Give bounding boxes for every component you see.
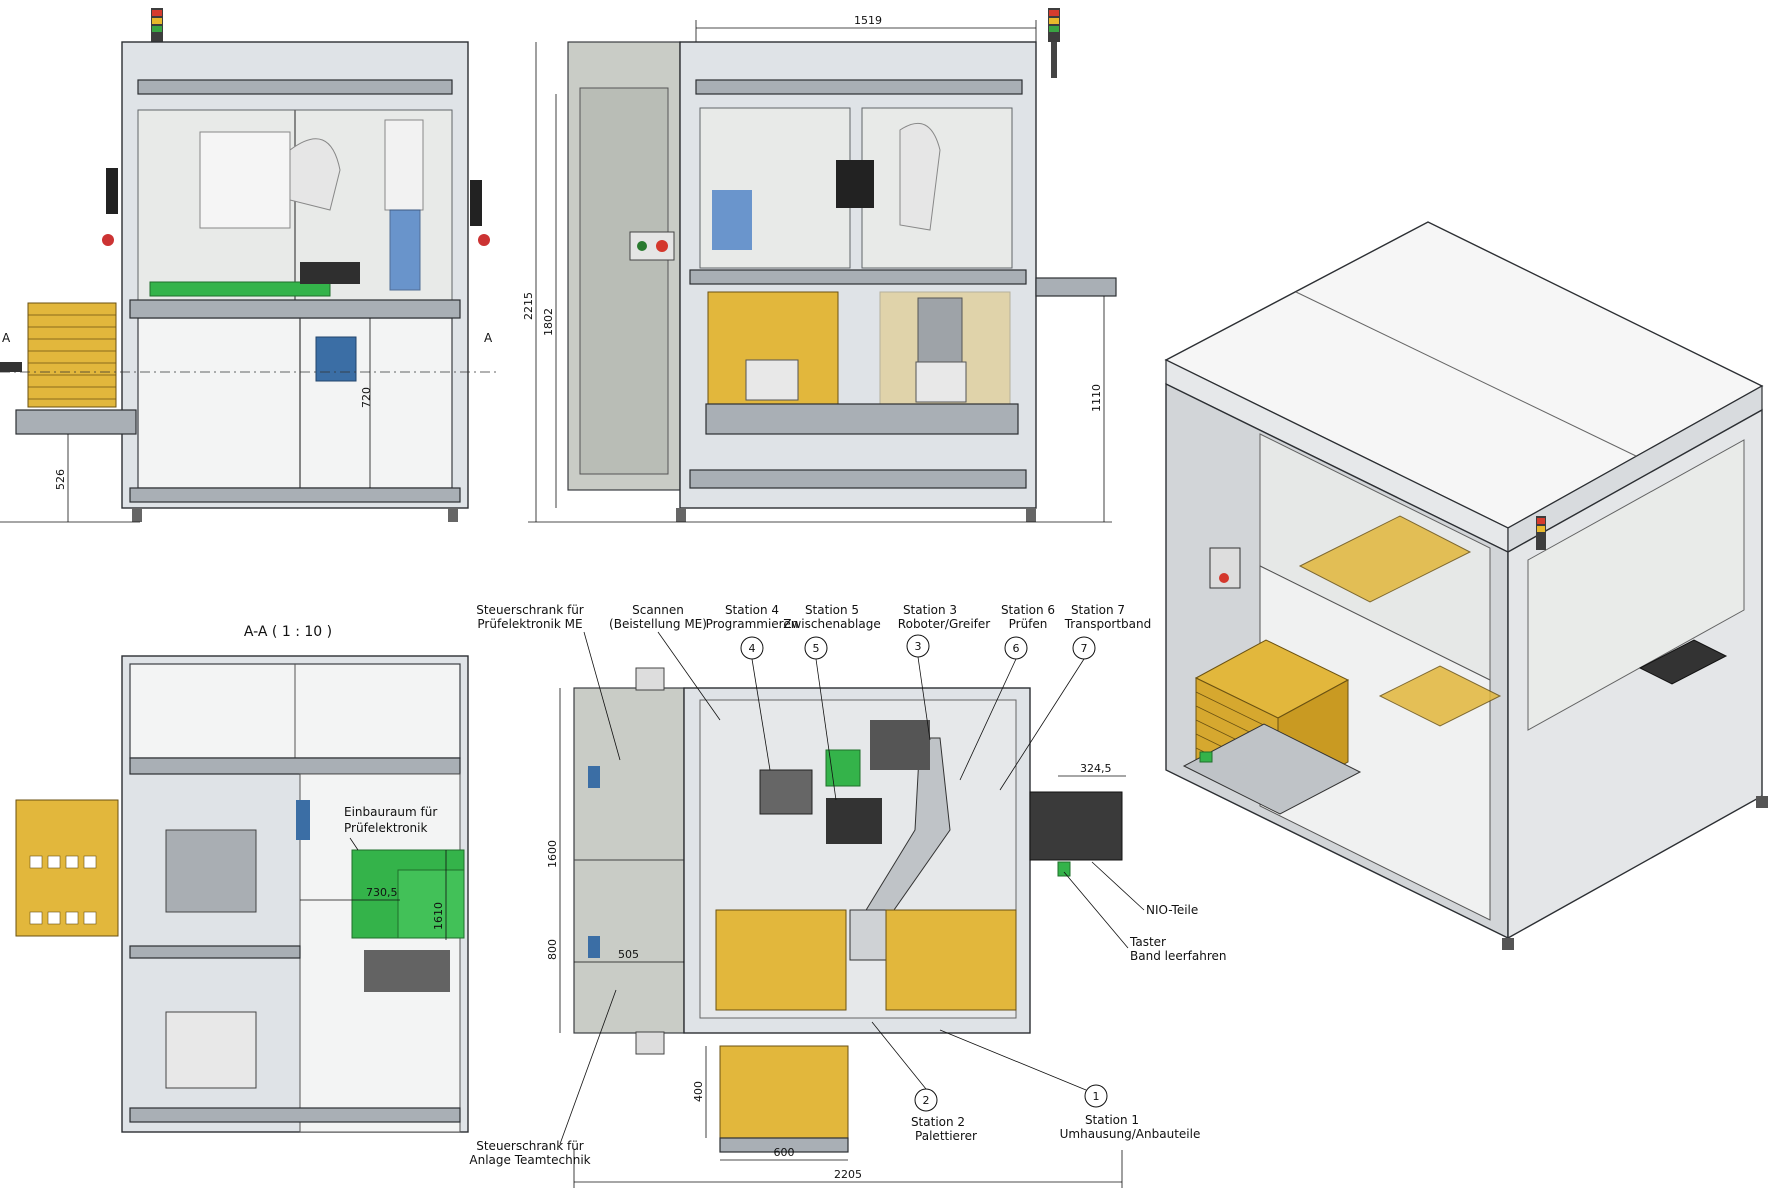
label-st3-2: Roboter/Greifer [898,617,990,631]
section-view: A-A ( 1 : 10 ) Einbauraum für Prüfelektr… [15,624,469,1133]
display-icon [315,336,357,382]
dim-einbau-730: 730,5 [366,886,398,899]
svg-text:1: 1 [1093,1090,1100,1103]
signal-light-icon [151,8,163,42]
plan-view: 1600 800 505 400 600 2205 324,5 Steuersc… [469,603,1227,1188]
conveyor-belt [1029,791,1123,861]
front-view: A A 720 526 [0,8,500,523]
plan-pallet-right [885,909,1017,1011]
section-marker-left: A [2,331,11,345]
callout-1 [1084,1084,1108,1108]
label-st1-2: Umhausung/Anbauteile [1060,1127,1201,1141]
label-st6-1: Station 6 [1001,603,1055,617]
svg-text:5: 5 [813,642,820,655]
plan-pallet-out [719,1045,849,1139]
label-steuer-team-2: Anlage Teamtechnik [469,1153,590,1167]
label-steuer-team-1: Steuerschrank für [476,1139,584,1153]
dim-einbau-1610: 1610 [432,902,445,930]
label-st6-2: Prüfen [1009,617,1048,631]
label-st4-1: Station 4 [725,603,779,617]
dim-front-720: 720 [360,387,373,408]
dim-plan-800: 800 [546,939,559,960]
label-scannen-2: (Beistellung ME) [609,617,707,631]
svg-text:6: 6 [1013,642,1020,655]
label-steuer-me-2: Prüfelektronik ME [477,617,582,631]
label-st7-1: Station 7 [1071,603,1125,617]
svg-text:3: 3 [915,640,922,653]
dim-plan-600: 600 [774,1146,795,1159]
svg-text:2: 2 [923,1094,930,1107]
label-st4-2: Programmieren [706,617,799,631]
label-st3-1: Station 3 [903,603,957,617]
dim-front-526: 526 [54,469,67,490]
door-handle-icon [106,168,118,214]
side-view: 1519 198 [522,8,1117,523]
svg-text:4: 4 [749,642,756,655]
robot-base-icon [199,131,291,229]
label-taster-2: Band leerfahren [1130,949,1227,963]
dim-plan-400: 400 [692,1081,705,1102]
section-title: A-A ( 1 : 10 ) [244,624,332,640]
label-steuer-me-1: Steuerschrank für [476,603,584,617]
dim-plan-1600: 1600 [546,840,559,868]
svg-text:7: 7 [1081,642,1088,655]
pallet-stack [27,302,117,408]
front-lower-panel [137,317,453,489]
label-taster-1: Taster [1129,935,1166,949]
label-st7-2: Transportband [1064,617,1152,631]
dim-plan-324: 324,5 [1080,762,1112,775]
label-st2-2: Palettierer [915,1129,977,1143]
label-st1-1: Station 1 [1085,1113,1139,1127]
dim-plan-505: 505 [618,948,639,961]
label-nio: NIO-Teile [1146,903,1198,917]
dim-height-1110: 1110 [1090,384,1103,412]
plan-pallet-left [715,909,847,1011]
section-marker-right: A [484,331,493,345]
einbauraum-label-1: Einbauraum für [344,805,437,819]
isometric-view [1164,221,1768,950]
dim-plan-2205: 2205 [834,1168,862,1181]
dim-height-1802: 1802 [542,308,555,336]
dim-height-2215: 2215 [522,292,535,320]
dim-width-1519: 1519 [854,14,882,27]
label-st2-1: Station 2 [911,1115,965,1129]
label-scannen-1: Scannen [632,603,684,617]
label-st5-1: Station 5 [805,603,859,617]
einbauraum-label-2: Prüfelektronik [344,821,427,835]
label-st5-2: Zwischenablage [783,617,880,631]
